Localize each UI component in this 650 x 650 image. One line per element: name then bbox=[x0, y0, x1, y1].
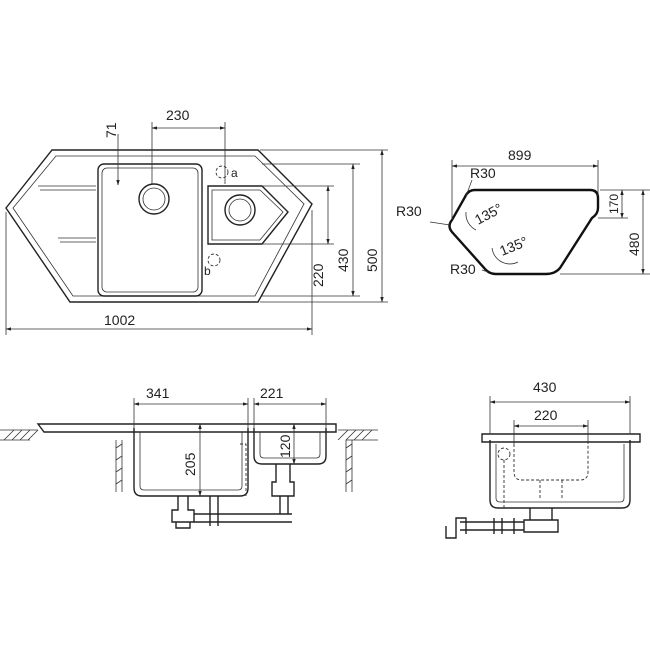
overflow-pipe-vertical bbox=[209, 496, 219, 526]
small-drain-inner bbox=[228, 198, 252, 222]
end-bowl-inner bbox=[495, 444, 625, 503]
end-section-view: 430 220 bbox=[445, 379, 641, 539]
small-trap-pipe bbox=[279, 496, 289, 514]
top-view: a b 230 71 220 430 500 1002 bbox=[5, 107, 388, 335]
main-trap bbox=[171, 496, 195, 523]
small-bowl-inner bbox=[211, 189, 284, 241]
radius-left: R30 bbox=[396, 203, 422, 219]
sink-inner-outline bbox=[12, 155, 305, 297]
radius-leader bbox=[481, 269, 489, 273]
dim-205: 205 bbox=[182, 452, 198, 476]
dim-430: 430 bbox=[335, 248, 351, 272]
main-drain bbox=[138, 183, 170, 215]
end-trap-body bbox=[523, 519, 559, 533]
cabinet-wall bbox=[115, 440, 123, 492]
angle-1: 135° bbox=[472, 200, 505, 228]
pipe-joints bbox=[493, 518, 515, 534]
end-outlet-elbow bbox=[445, 517, 467, 539]
worktop-hatch bbox=[3, 429, 39, 441]
dim-500: 500 bbox=[364, 248, 380, 272]
cabinet-wall-hatch bbox=[345, 443, 353, 485]
dim-341: 341 bbox=[146, 385, 170, 401]
small-trap bbox=[271, 464, 295, 497]
cutout-view: 899 480 170 R30 R30 R30 135° 135° bbox=[396, 147, 650, 277]
side-section-view: 341 221 205 120 bbox=[0, 385, 378, 529]
dim-71: 71 bbox=[103, 122, 119, 138]
dim-1002: 1002 bbox=[104, 312, 135, 328]
dim-480: 480 bbox=[626, 232, 642, 256]
radius-bottom: R30 bbox=[450, 261, 476, 277]
worktop-hatch bbox=[337, 429, 373, 441]
dim-221: 221 bbox=[260, 385, 284, 401]
radius-top: R30 bbox=[470, 165, 496, 181]
label-b: b bbox=[204, 264, 211, 278]
small-bowl bbox=[207, 185, 289, 245]
radius-leader bbox=[429, 221, 451, 226]
angle-arc bbox=[491, 247, 519, 265]
radius-leader bbox=[465, 179, 473, 197]
dim-230: 230 bbox=[166, 107, 190, 123]
dim-220: 220 bbox=[310, 263, 326, 287]
angle-arc bbox=[465, 211, 477, 231]
sink-outline bbox=[5, 149, 313, 303]
main-bowl-section-inner bbox=[139, 432, 243, 491]
dim-end-430: 430 bbox=[533, 379, 557, 395]
cabinet-wall bbox=[345, 440, 353, 492]
overflow-pipe bbox=[240, 443, 247, 496]
dim-899: 899 bbox=[508, 147, 532, 163]
small-bowl-section-inner bbox=[259, 432, 321, 459]
label-a: a bbox=[231, 166, 238, 180]
angle-2: 135° bbox=[497, 233, 530, 259]
small-drain bbox=[224, 194, 256, 226]
end-trap-top bbox=[529, 508, 553, 520]
sink-deck bbox=[36, 423, 337, 433]
cutout-outline bbox=[448, 188, 600, 276]
overflow-fitting bbox=[497, 447, 511, 461]
main-bowl-section bbox=[133, 428, 249, 497]
dim-end-220: 220 bbox=[534, 407, 558, 423]
main-drain-inner bbox=[142, 187, 166, 211]
dim-170: 170 bbox=[607, 194, 621, 214]
end-deck bbox=[481, 433, 641, 443]
tap-hole-b bbox=[207, 253, 221, 267]
dim-120: 120 bbox=[277, 434, 293, 458]
cabinet-wall-hatch bbox=[115, 443, 123, 485]
tap-hole-a bbox=[215, 165, 229, 179]
end-bowl bbox=[489, 440, 631, 509]
horizontal-drain-pipe bbox=[194, 513, 292, 523]
hidden-bowl bbox=[513, 444, 589, 481]
main-trap-bottom bbox=[175, 522, 191, 529]
hidden-drain bbox=[539, 480, 563, 498]
main-bowl-inner bbox=[101, 167, 199, 293]
main-bowl bbox=[97, 163, 203, 297]
